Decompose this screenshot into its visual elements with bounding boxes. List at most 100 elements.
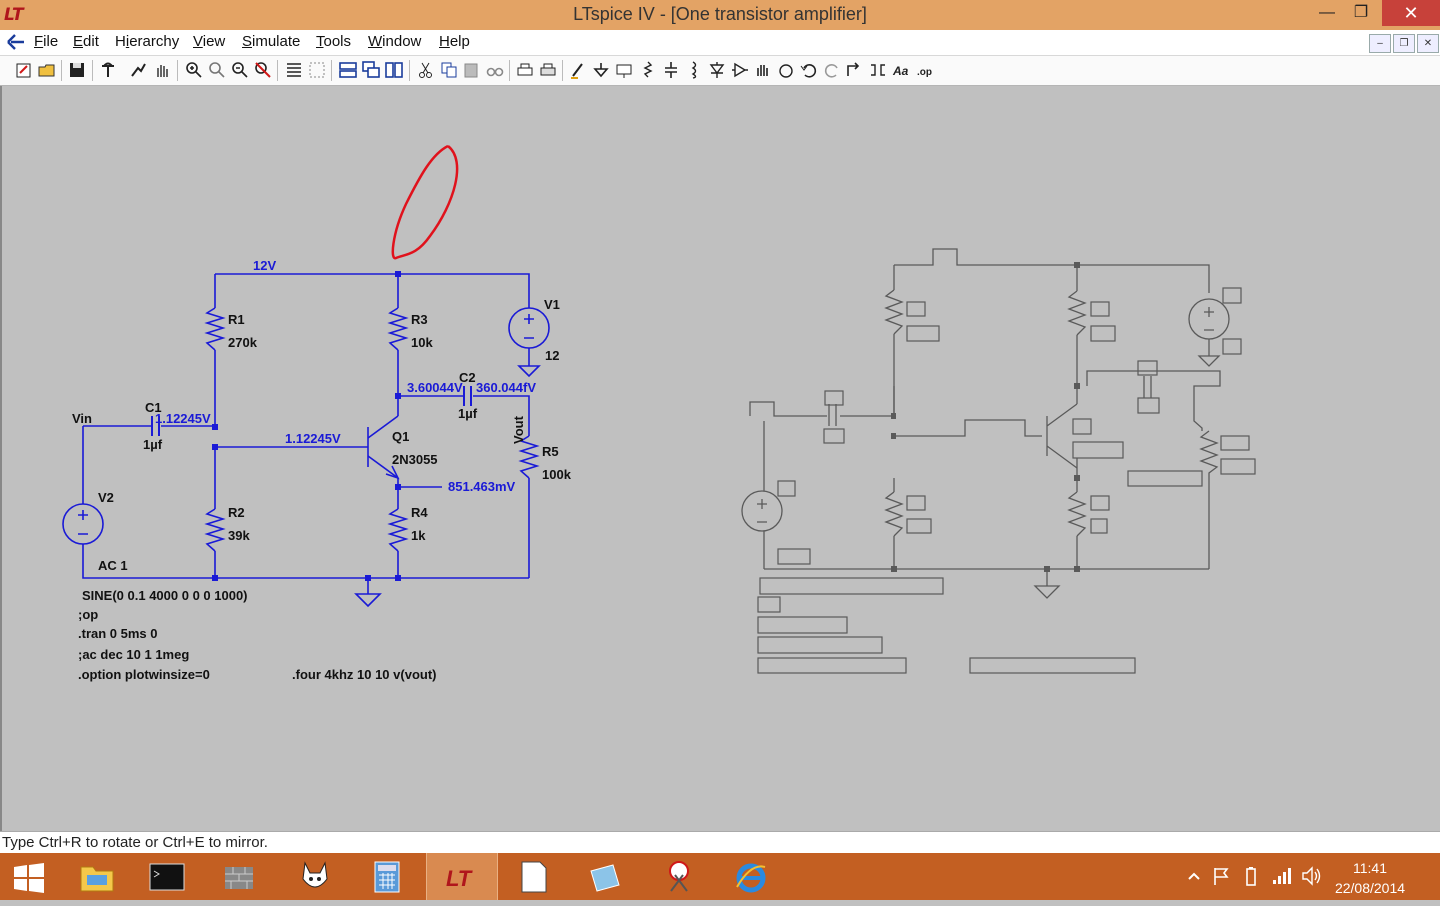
v1-name: V1 (544, 297, 560, 312)
snipping-tool-task[interactable] (644, 853, 714, 900)
voltage-sources (62, 307, 550, 608)
svg-text:.op: .op (917, 67, 932, 78)
mdi-close-button[interactable]: ✕ (1417, 34, 1439, 53)
cascade-icon[interactable] (361, 60, 381, 80)
internet-explorer-task[interactable] (716, 853, 786, 900)
taskbar: LT 11:41 22/08/2014 (0, 853, 1440, 900)
resistor-icon[interactable] (638, 60, 658, 80)
v2-value: AC 1 (98, 558, 128, 573)
tile-horizontal-icon[interactable] (338, 60, 358, 80)
copy-icon[interactable] (439, 60, 459, 80)
paint-task[interactable] (570, 853, 640, 900)
menu-help[interactable]: Help (439, 33, 470, 50)
command-prompt-task[interactable] (132, 853, 202, 900)
tile-vertical-icon[interactable] (384, 60, 404, 80)
schematic-canvas[interactable]: R1 270k R2 39k R3 10k R4 1k R5 100k C1 1… (0, 86, 1440, 831)
text-icon[interactable]: Aa (891, 60, 911, 80)
directive-option: .option plotwinsize=0 (78, 667, 210, 682)
vin-label: Vin (72, 411, 92, 426)
inductor-icon[interactable] (684, 60, 704, 80)
directive-ac: ;ac dec 10 1 1meg (78, 647, 189, 662)
schematic-doc-icon[interactable] (5, 32, 27, 52)
directive-op: ;op (78, 607, 98, 622)
transistor-q1 (367, 415, 400, 480)
save-icon[interactable] (67, 60, 87, 80)
diode-icon[interactable] (707, 60, 727, 80)
directive-tran: .tran 0 5ms 0 (78, 626, 158, 641)
paint-icon (590, 864, 620, 892)
rotate-icon[interactable] (845, 60, 865, 80)
directive-sine: SINE(0 0.1 4000 0 0 0 1000) (82, 588, 248, 603)
battery-icon[interactable] (1240, 865, 1262, 887)
volume-icon[interactable] (1300, 865, 1322, 887)
menu-simulate[interactable]: Simulate (242, 33, 301, 50)
pan-icon[interactable] (152, 60, 172, 80)
close-button[interactable]: ✕ (1382, 0, 1440, 26)
menu-hierarchy[interactable]: Hierarchy (115, 33, 180, 50)
r2-name: R2 (228, 505, 245, 520)
zoom-in-icon[interactable] (184, 60, 204, 80)
status-bar: Type Ctrl+R to rotate or Ctrl+E to mirro… (0, 831, 1440, 854)
autoscale-icon[interactable] (284, 60, 304, 80)
control-panel-icon[interactable] (98, 60, 118, 80)
menu-window[interactable]: Window (368, 33, 422, 50)
mirror-icon[interactable] (868, 60, 888, 80)
capacitors (151, 386, 472, 436)
q1-value: 2N3055 (392, 452, 438, 467)
signal-icon[interactable] (1270, 865, 1292, 887)
junctions (212, 271, 401, 581)
cut-icon[interactable] (416, 60, 436, 80)
ltspice-task[interactable]: LT (426, 853, 498, 900)
toolbar: Aa .op (0, 56, 1440, 86)
mdi-minimize-button[interactable]: – (1369, 34, 1391, 53)
r5-name: R5 (542, 444, 559, 459)
wire-icon[interactable] (568, 60, 588, 80)
resistors (204, 307, 540, 552)
undo-icon[interactable] (799, 60, 819, 80)
ghost-labels (757, 287, 1256, 674)
grid-icon[interactable] (307, 60, 327, 80)
maximize-button[interactable]: ❐ (1353, 4, 1369, 21)
minimize-button[interactable]: — (1319, 4, 1335, 21)
file-explorer-task[interactable] (62, 853, 132, 900)
r1-value: 270k (228, 335, 258, 350)
schematic-svg[interactable]: R1 270k R2 39k R3 10k R4 1k R5 100k C1 1… (2, 86, 1440, 831)
op-c1-voltage: 1.12245V (155, 411, 211, 426)
zoom-out-icon[interactable] (207, 60, 227, 80)
menu-file[interactable]: File (34, 33, 59, 50)
r3-name: R3 (411, 312, 428, 327)
menu-edit[interactable]: Edit (73, 33, 99, 50)
label-net-icon[interactable] (614, 60, 634, 80)
mdi-restore-button[interactable]: ❐ (1393, 34, 1415, 53)
menu-tools[interactable]: Tools (316, 33, 352, 50)
clock[interactable]: 11:41 22/08/2014 (1330, 858, 1410, 898)
menu-view[interactable]: View (193, 33, 226, 50)
zoom-cancel-icon[interactable] (253, 60, 273, 80)
drag-icon[interactable] (776, 60, 796, 80)
calculator-task[interactable] (352, 853, 422, 900)
firewall-task[interactable] (204, 853, 274, 900)
find-icon[interactable] (485, 60, 505, 80)
run-icon[interactable] (128, 60, 148, 80)
print-setup-icon[interactable] (515, 60, 535, 80)
zoom-fit-icon[interactable] (230, 60, 250, 80)
flag-icon[interactable] (1210, 865, 1232, 887)
paste-icon[interactable] (462, 60, 482, 80)
redo-icon[interactable] (822, 60, 842, 80)
v2-name: V2 (98, 490, 114, 505)
capacitor-icon[interactable] (661, 60, 681, 80)
open-icon[interactable] (37, 60, 57, 80)
ltspice-icon: LT (446, 866, 473, 891)
chevron-up-icon[interactable] (1183, 865, 1205, 887)
new-schematic-icon[interactable] (14, 60, 34, 80)
print-icon[interactable] (538, 60, 558, 80)
start-icon[interactable] (12, 863, 46, 893)
ltspice-logo-icon[interactable]: LT (4, 5, 24, 25)
notepad-task[interactable] (498, 853, 568, 900)
r4-value: 1k (411, 528, 426, 543)
move-icon[interactable] (753, 60, 773, 80)
gimp-task[interactable] (280, 853, 350, 900)
ground-icon[interactable] (591, 60, 611, 80)
component-icon[interactable] (730, 60, 750, 80)
spice-directive-icon[interactable]: .op (914, 60, 934, 80)
